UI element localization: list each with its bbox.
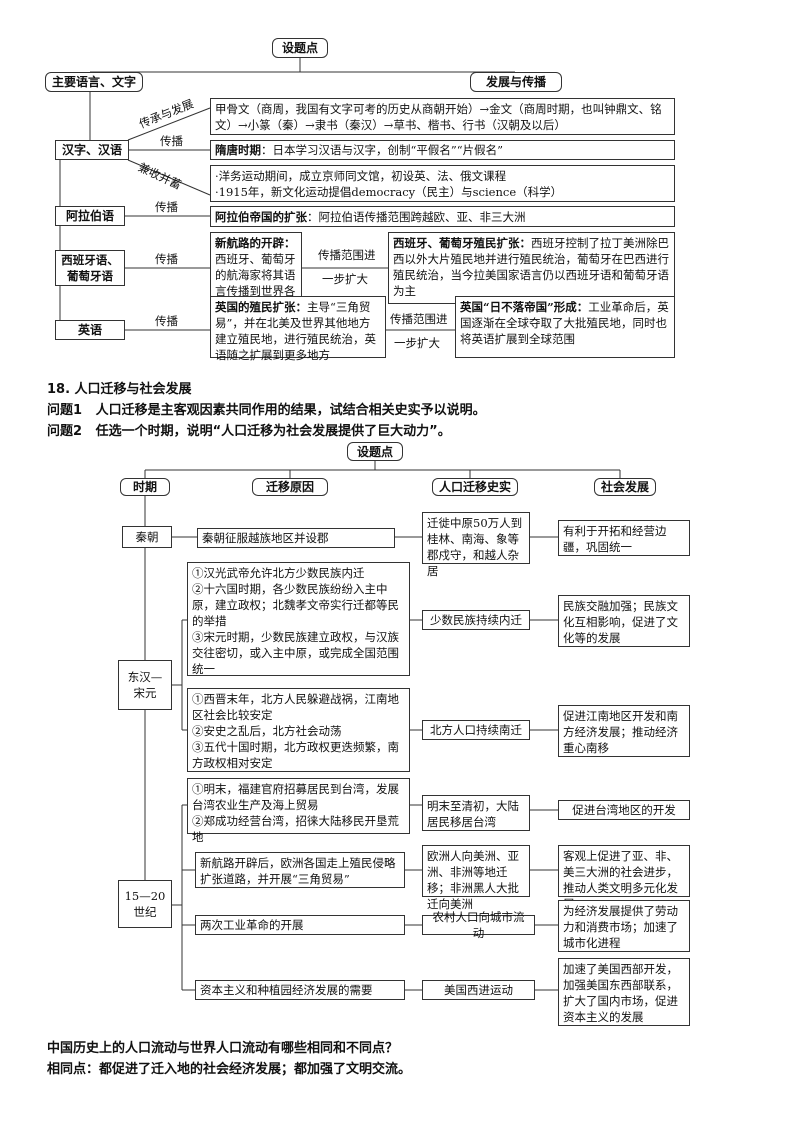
fact-north-south: 北方人口持续南迁 [422,720,530,740]
period-donghan-songyuan: 东汉—宋元 [118,660,172,710]
box-hanzi-suitang-text: ：日本学习汉语与汉字，创制“平假名”“片假名” [261,143,504,157]
cause-north-south: ①西晋末年，北方人民躲避战祸，江南地区社会比较安定 ②安史之乱后，北方社会动荡 … [187,688,410,772]
dev-north-south: 促进江南地区开发和南方经济发展；推动经济重心南移 [558,705,690,757]
cause-qin: 秦朝征服越族地区并设郡 [197,528,395,548]
box-english-2: 英国“日不落帝国”形成：工业革命后，英国逐渐在全球夺取了大批殖民地，同时也将英语… [455,296,675,358]
dev-qin: 有利于开拓和经营边疆，巩固统一 [558,520,690,556]
dev-westward: 加速了美国西部开发，加强美国东西部联系，扩大了国内市场，促进资本主义的发展 [558,958,690,1026]
box-hanzi-suitang: 隋唐时期：日本学习汉语与汉字，创制“平假名”“片假名” [210,140,675,160]
question-1: 问题1 人口迁移是主客观因素共同作用的结果，试结合相关史实予以说明。 [47,399,486,418]
section-title: 18. 人口迁移与社会发展 [47,382,192,397]
box-arabic: 阿拉伯帝国的扩张：阿拉伯语传播范围跨越欧、亚、非三大洲 [210,206,675,227]
question-2: 问题2 任选一个时期，说明“人口迁移为社会发展提供了巨大动力”。 [47,420,451,439]
box-english-1-head: 英国的殖民扩张： [215,300,307,314]
diagram1-top-node: 设题点 [272,38,328,58]
box-arabic-text: ：阿拉伯语传播范围跨越欧、亚、非三大洲 [307,210,526,224]
fact-westward: 美国西进运动 [422,980,535,1000]
diagram2-top-node: 设题点 [347,442,403,461]
fact-minority-inward: 少数民族持续内迁 [422,610,530,630]
cause-industrial: 两次工业革命的开展 [195,915,405,935]
box-arabic-head: 阿拉伯帝国的扩张 [215,210,307,224]
fact-taiwan: 明末至清初，大陆居民移居台湾 [422,795,530,831]
box-english-2-head: 英国“日不落帝国”形成： [460,300,589,314]
verb-iberian: 传播 [155,252,178,266]
footer-question: 中国历史上的人口流动与世界人口流动有哪些相同和不同点？ [47,1041,399,1056]
node-arabic: 阿拉伯语 [55,206,125,226]
box-hanzi-modern-line1: ·洋务运动期间，成立京师同文馆，初设英、法、俄文课程 [215,169,507,183]
box-english-1: 英国的殖民扩张：主导“三角贸易”，并在北美及世界其他地方建立殖民地，进行殖民统治… [210,296,386,362]
box-english-2-text: 工业革命后，英国逐渐在全球夺取了大批殖民地，同时也将英语扩展到全球范围 [460,300,669,346]
question-1-label: 问题1 [47,403,83,418]
box-hanzi-modern-line2: ·1915年，新文化运动提倡democracy（民主）与science（科学） [215,185,563,199]
verb-english: 传播 [155,314,178,328]
box-hanzi-modern: ·洋务运动期间，成立京师同文馆，初设英、法、俄文课程 ·1915年，新文化运动提… [210,165,675,202]
header-fact: 人口迁移史实 [432,478,518,496]
cause-minority-inward: ①汉光武帝允许北方少数民族内迁 ②十六国时期，各少数民族纷纷入主中原，建立政权；… [187,562,410,676]
fact-new-route: 欧洲人向美洲、亚洲、非洲等地迁移；非洲黑人大批迁向美洲 [422,845,530,911]
verb-hanzi-b: 传播 [160,134,183,148]
iberian-mid-bottom: 一步扩大 [322,272,368,286]
header-cause: 迁移原因 [252,478,328,496]
dev-industrial: 为经济发展提供了劳动力和消费市场；加速了城市化进程 [558,900,690,952]
node-hanzi: 汉字、汉语 [55,140,129,160]
fact-qin: 迁徙中原50万人到桂林、南海、象等郡戍守，和越人杂居 [422,512,530,578]
dev-new-route: 客观上促进了亚、非、美三大洲的社会进步，推动人类文明多元化发展 [558,845,690,911]
period-qin: 秦朝 [122,526,172,548]
cause-plantation: 资本主义和种植园经济发展的需要 [195,980,405,1000]
cause-new-route: 新航路开辟后，欧洲各国走上殖民侵略扩张道路，并开展“三角贸易” [195,852,405,888]
node-iberian: 西班牙语、葡萄牙语 [55,250,125,286]
header-development: 社会发展 [594,478,656,496]
box-iberian-2: 西班牙、葡萄牙殖民扩张：西班牙控制了拉丁美洲除巴西以外大片殖民地并进行殖民统治，… [388,232,675,304]
fact-industrial: 农村人口向城市流动 [422,910,535,940]
header-period: 时期 [120,478,170,496]
english-mid-top: 传播范围进 [390,312,448,326]
period-15-20-century: 15—20世纪 [118,880,172,928]
question-2-label: 问题2 [47,424,83,439]
box-iberian-1: 新航路的开辟：西班牙、葡萄牙的航海家将其语言传播到世界各地 [210,232,302,314]
footer-answer: 相同点：都促进了迁入地的社会经济发展；都加强了文明交流。 [47,1062,412,1077]
node-english: 英语 [55,320,125,340]
box-iberian-1-head: 新航路的开辟： [215,236,296,250]
diagram1-left-head: 主要语言、文字 [45,72,143,92]
box-hanzi-suitang-head: 隋唐时期 [215,143,261,157]
box-iberian-2-text: 西班牙控制了拉丁美洲除巴西以外大片殖民地并进行殖民统治，葡萄牙在巴西进行殖民统治… [393,236,669,298]
box-iberian-2-head: 西班牙、葡萄牙殖民扩张： [393,236,531,250]
question-2-text: 任选一个时期，说明“人口迁移为社会发展提供了巨大动力”。 [95,424,451,439]
english-mid-bottom: 一步扩大 [394,336,440,350]
cause-taiwan: ①明末，福建官府招募居民到台湾，发展台湾农业生产及海上贸易 ②郑成功经营台湾，招… [187,778,410,844]
dev-minority-inward: 民族交融加强；民族文化互相影响，促进了文化等的发展 [558,595,690,647]
question-1-text: 人口迁移是主客观因素共同作用的结果，试结合相关史实予以说明。 [95,403,486,418]
dev-taiwan: 促进台湾地区的开发 [558,800,690,820]
box-hanzi-evolution: 甲骨文（商周，我国有文字可考的历史从商朝开始）→金文（商周时期，也叫钟鼎文、铭文… [210,98,675,135]
iberian-mid-top: 传播范围进 [318,248,376,262]
verb-arabic: 传播 [155,200,178,214]
diagram1-right-head: 发展与传播 [470,72,562,92]
box-english-1-text: 主导“三角贸易”，并在北美及世界其他地方建立殖民地，进行殖民统治，英语随之扩展到… [215,300,376,362]
